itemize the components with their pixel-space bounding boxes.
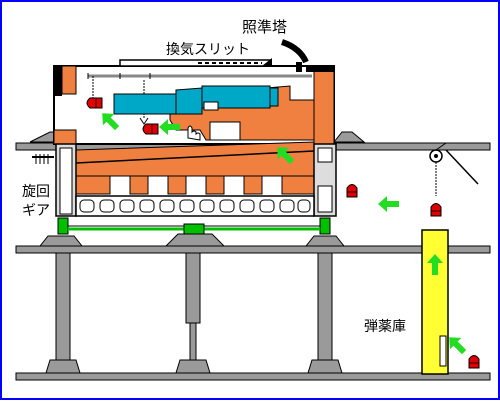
hook-icon (139, 117, 149, 125)
shell-icon (86, 97, 103, 109)
sighting-tower-mount (296, 62, 302, 72)
lower-deck-line (15, 245, 491, 254)
pulley-cable (445, 149, 479, 185)
deck-slope-right (332, 131, 366, 143)
gun-barrel (113, 85, 279, 115)
shell-icon (430, 203, 442, 217)
flow-arrow-icon (378, 196, 399, 212)
label-magazine: 弾薬庫 (364, 318, 406, 335)
shell-icon (346, 184, 358, 198)
label-sighting-tower: 照準塔 (242, 18, 287, 36)
breech-block (209, 121, 241, 141)
bottom-floor (15, 372, 491, 381)
support-columns (45, 252, 343, 374)
label-traverse-gear-2: ギア (22, 203, 50, 219)
hand-icon (187, 125, 201, 141)
sighting-tower-hood (280, 39, 309, 64)
pedestal-right (304, 235, 346, 247)
magazine-door (439, 335, 447, 367)
label-traverse-gear-1: 旋回 (22, 184, 50, 200)
crane-rail (87, 73, 312, 79)
pulley-icon (429, 149, 443, 163)
pedestal-left (38, 235, 84, 247)
label-ventilation-slit: 換気スリット (166, 42, 250, 58)
traverse-handle (32, 154, 54, 164)
turret-base-legs (75, 175, 315, 195)
shell-icon (468, 355, 480, 369)
traverse-gear-shaft (57, 217, 331, 235)
roller-track (75, 195, 315, 217)
shell-icon (142, 123, 159, 135)
pedestal-center (164, 233, 226, 247)
pulley-arm (435, 142, 447, 151)
